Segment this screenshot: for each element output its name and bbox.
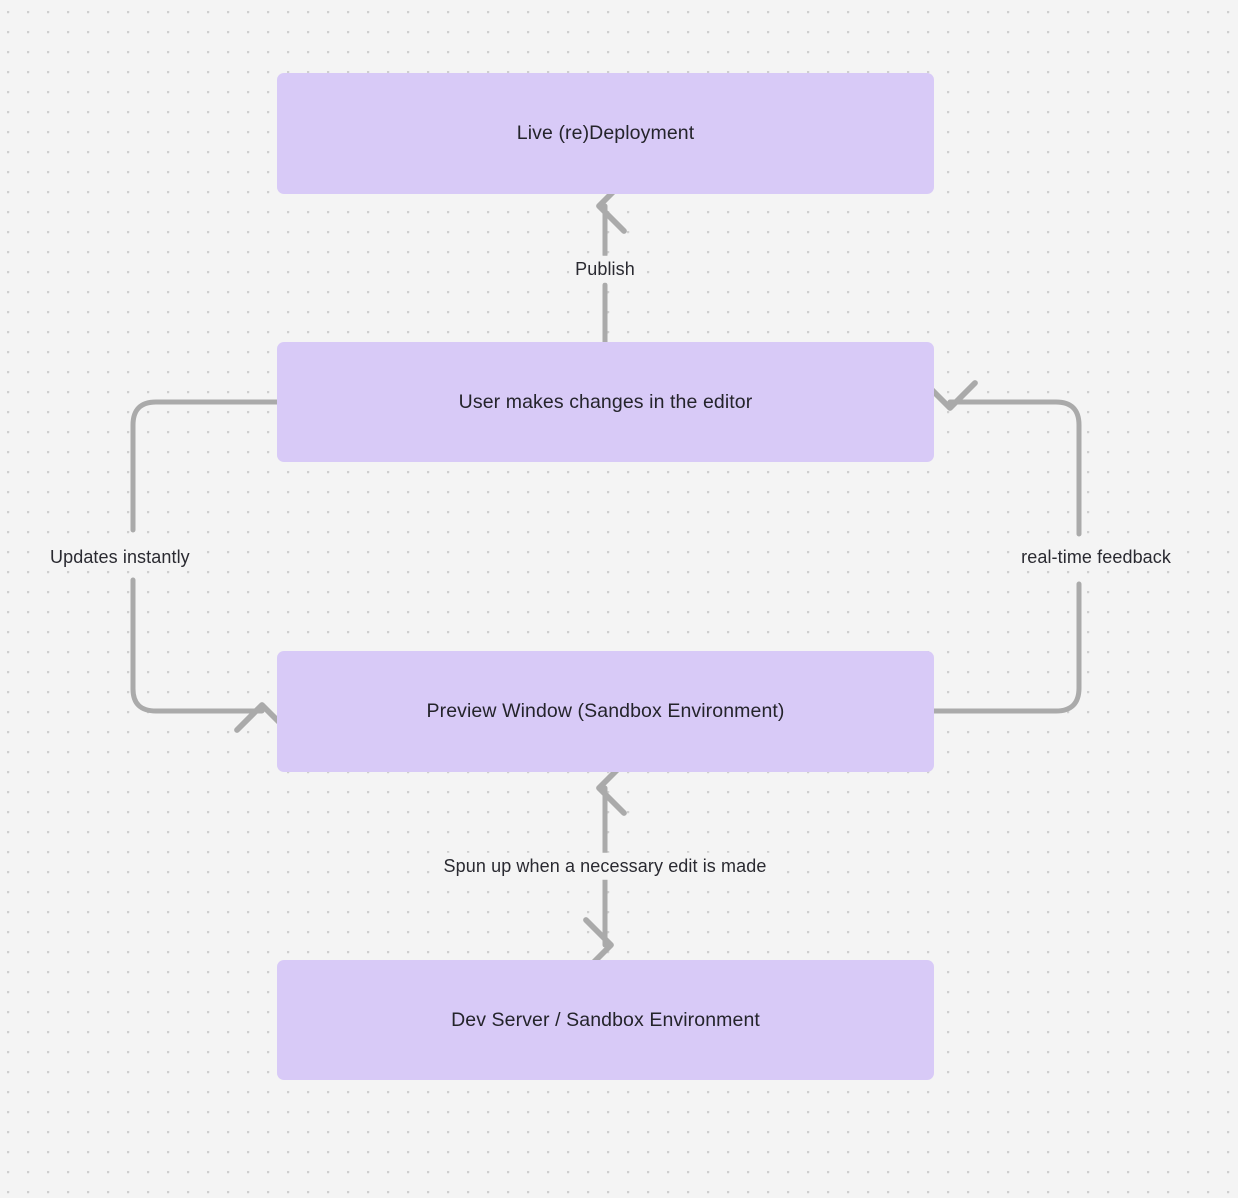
edge-label-spun-up: Spun up when a necessary edit is made — [437, 852, 773, 880]
node-preview-window[interactable]: Preview Window (Sandbox Environment) — [277, 651, 934, 772]
edge-label-real-time-feedback: real-time feedback — [1015, 543, 1177, 571]
node-label: Live (re)Deployment — [516, 122, 695, 145]
node-dev-server[interactable]: Dev Server / Sandbox Environment — [277, 960, 934, 1080]
edge-label-updates-instantly: Updates instantly — [44, 543, 196, 571]
node-live-deployment[interactable]: Live (re)Deployment — [277, 73, 934, 194]
edge-label-publish: Publish — [569, 255, 641, 283]
node-label: Dev Server / Sandbox Environment — [451, 1008, 760, 1031]
node-user-edits[interactable]: User makes changes in the editor — [277, 342, 934, 462]
node-label: Preview Window (Sandbox Environment) — [426, 700, 785, 723]
node-label: User makes changes in the editor — [458, 390, 753, 413]
